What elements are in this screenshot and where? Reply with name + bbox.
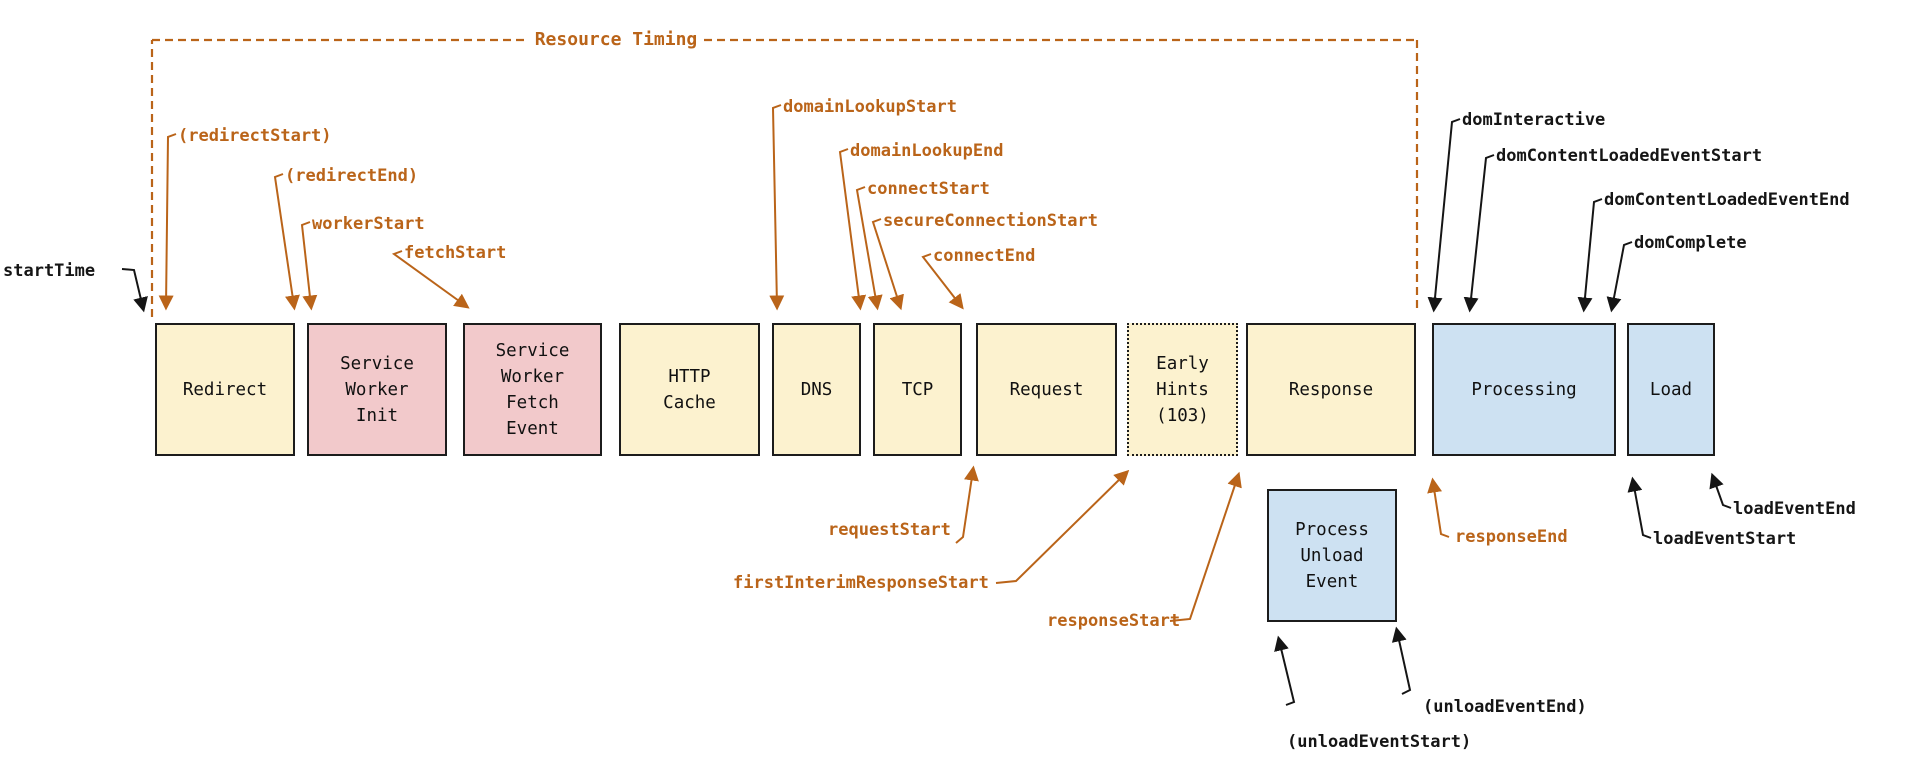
label-first-interim-response-start: firstInterimResponseStart	[733, 573, 989, 593]
box-response: Response	[1246, 323, 1416, 456]
box-http-cache: HTTP Cache	[619, 323, 760, 456]
label-connect-start: connectStart	[867, 179, 990, 199]
label-load-event-end: loadEventEnd	[1733, 499, 1856, 519]
response-start-arrow	[1169, 471, 1242, 622]
diagram-title: Resource Timing	[534, 29, 698, 50]
label-unload-event-end: (unloadEventEnd)	[1423, 697, 1587, 717]
label-unload-event-start: (unloadEventStart)	[1287, 732, 1472, 752]
label-dom-content-loaded-event-end: domContentLoadedEventEnd	[1604, 190, 1850, 210]
load-event-start-arrow	[1627, 476, 1652, 539]
box-tcp: TCP	[873, 323, 962, 456]
unload-event-end-arrow	[1391, 626, 1412, 695]
box-early-hints: Early Hints (103)	[1127, 323, 1238, 456]
box-service-worker-init: Service Worker Init	[307, 323, 447, 456]
label-worker-start: workerStart	[312, 214, 425, 234]
domain-lookup-start-arrow	[769, 104, 785, 311]
box-processing: Processing	[1432, 323, 1616, 456]
start-time-arrow	[121, 268, 148, 313]
response-end-arrow	[1427, 477, 1450, 538]
label-request-start: requestStart	[828, 520, 951, 540]
domain-lookup-end-arrow	[838, 148, 867, 311]
dom-content-loaded-event-end-arrow	[1577, 198, 1603, 313]
label-dom-interactive: domInteractive	[1462, 110, 1606, 130]
redirect-start-arrow	[158, 133, 177, 311]
box-redirect: Redirect	[155, 323, 295, 456]
label-dom-content-loaded-event-start: domContentLoadedEventStart	[1496, 146, 1763, 166]
load-event-end-arrow	[1709, 472, 1732, 509]
label-domain-lookup-start: domainLookupStart	[783, 97, 957, 117]
label-dom-complete: domComplete	[1634, 233, 1747, 253]
unload-event-start-arrow	[1274, 635, 1296, 706]
box-dns: DNS	[772, 323, 861, 456]
label-secure-connection-start: secureConnectionStart	[883, 211, 1098, 231]
dom-complete-arrow	[1606, 241, 1633, 313]
box-process-unload-event: Process Unload Event	[1267, 489, 1397, 622]
secure-connection-start-arrow	[871, 218, 904, 311]
dom-content-loaded-event-start-arrow	[1463, 154, 1495, 313]
label-response-start: responseStart	[1047, 611, 1181, 631]
label-fetch-start: fetchStart	[404, 243, 507, 263]
box-load: Load	[1627, 323, 1715, 456]
label-load-event-start: loadEventStart	[1653, 529, 1797, 549]
label-redirect-start: (redirectStart)	[178, 126, 332, 146]
label-connect-end: connectEnd	[933, 246, 1036, 266]
label-response-end: responseEnd	[1455, 527, 1568, 547]
dom-interactive-arrow	[1427, 118, 1461, 313]
redirect-end-arrow	[273, 173, 300, 311]
label-domain-lookup-end: domainLookupEnd	[850, 141, 1004, 161]
label-redirect-end: (redirectEnd)	[285, 166, 419, 186]
label-start-time: startTime	[3, 261, 96, 281]
box-service-worker-fetch-event: Service Worker Fetch Event	[463, 323, 602, 456]
worker-start-arrow	[300, 221, 318, 311]
box-request: Request	[976, 323, 1117, 456]
first-interim-response-start-arrow	[995, 469, 1130, 584]
request-start-arrow	[955, 465, 979, 544]
connect-start-arrow	[855, 186, 883, 311]
